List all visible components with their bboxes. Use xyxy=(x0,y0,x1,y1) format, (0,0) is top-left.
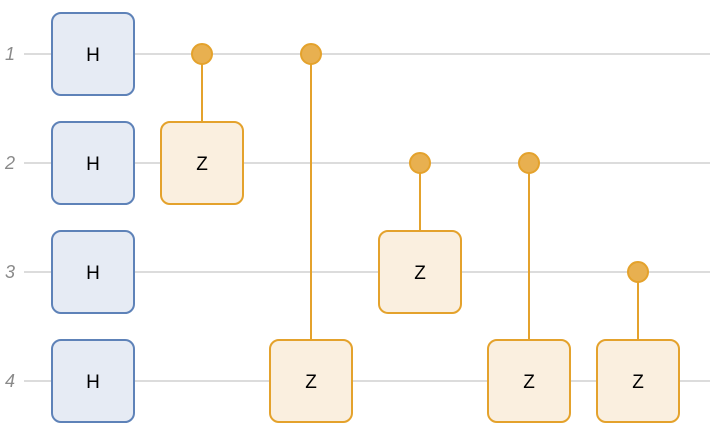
gate-label: Z xyxy=(305,372,317,393)
gate-box xyxy=(51,339,135,423)
hadamard-gate[interactable]: H xyxy=(51,230,135,314)
control-dot xyxy=(191,43,213,65)
gate-box xyxy=(596,339,680,423)
gate-box xyxy=(51,12,135,96)
controlled-z-gate[interactable]: Z xyxy=(378,152,462,314)
gate-label: H xyxy=(86,263,100,284)
control-dot xyxy=(627,261,649,283)
controlled-z-gate[interactable]: Z xyxy=(487,152,571,423)
gate-label: Z xyxy=(196,154,208,175)
gate-label: H xyxy=(86,372,100,393)
hadamard-gate[interactable]: H xyxy=(51,12,135,96)
hadamard-gate[interactable]: H xyxy=(51,121,135,205)
gate-box xyxy=(160,121,244,205)
controlled-z-gate[interactable]: Z xyxy=(596,261,680,423)
control-dot xyxy=(300,43,322,65)
control-dot xyxy=(409,152,431,174)
gate-label: H xyxy=(86,154,100,175)
gate-label: Z xyxy=(523,372,535,393)
qubit-label: 3 xyxy=(5,262,15,282)
qubit-label: 1 xyxy=(5,44,15,64)
controlled-z-gate[interactable]: Z xyxy=(160,43,244,205)
controlled-z-gate[interactable]: Z xyxy=(269,43,353,423)
hadamard-gate[interactable]: H xyxy=(51,339,135,423)
qubit-label: 2 xyxy=(4,153,15,173)
gate-box xyxy=(269,339,353,423)
control-dot xyxy=(518,152,540,174)
gate-label: Z xyxy=(414,263,426,284)
qubit-label: 4 xyxy=(5,371,15,391)
gate-box xyxy=(378,230,462,314)
gate-label: Z xyxy=(632,372,644,393)
gate-box xyxy=(51,230,135,314)
gate-box xyxy=(51,121,135,205)
gate-label: H xyxy=(86,45,100,66)
gate-box xyxy=(487,339,571,423)
